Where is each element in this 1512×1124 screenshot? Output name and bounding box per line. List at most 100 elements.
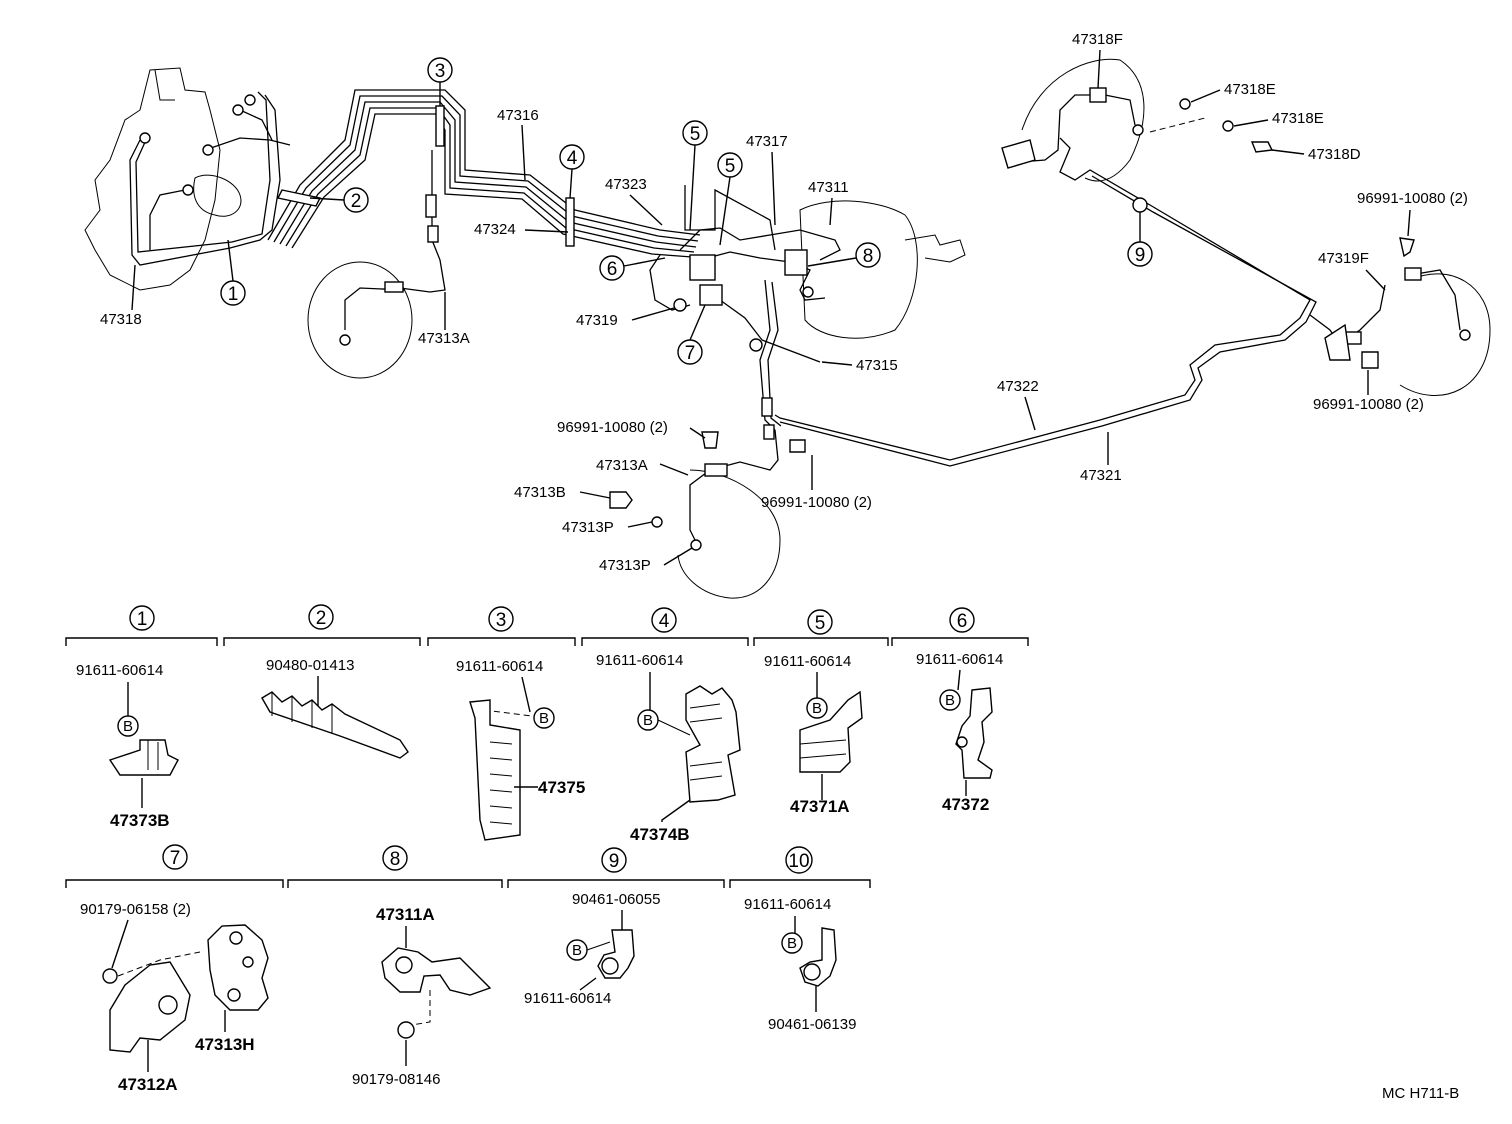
detail-headers-row1: 1 2 3 4 5 6: [65, 604, 1029, 646]
detail-8: 47311A 90179-08146: [352, 905, 492, 1088]
detail-7-part-a: 90179-06158 (2): [80, 901, 191, 918]
label-47318F: 47318F: [1072, 31, 1123, 48]
badge-icon: B: [539, 710, 549, 727]
callout-text: 5: [725, 156, 736, 177]
detail-9-part-a: 90461-06055: [572, 891, 660, 908]
detail-9-part-b: 91611-60614: [524, 990, 611, 1007]
label-47316: 47316: [497, 107, 539, 124]
detail-1-part-b: 47373B: [110, 811, 170, 830]
label-96991-top-right: 96991-10080 (2): [1357, 190, 1468, 207]
detail-4-part-a: 91611-60614: [596, 652, 683, 669]
detail-5-number: 5: [815, 613, 826, 634]
badge-icon: B: [643, 712, 653, 729]
callout-5-left: 5: [682, 120, 708, 231]
rear-right-drum: [1324, 267, 1491, 396]
detail-7-part-c: 47312A: [118, 1075, 178, 1094]
callout-text: 3: [435, 61, 446, 82]
label-47319: 47319: [576, 312, 618, 329]
left-engine-outline: [84, 67, 242, 291]
label-47318E-1: 47318E: [1224, 81, 1276, 98]
label-96991-center-right: 96991-10080 (2): [761, 494, 872, 511]
callout-8: 8: [807, 242, 881, 268]
label-47313P-2: 47313P: [599, 557, 651, 574]
callout-text: 9: [1135, 245, 1146, 266]
detail-4-part-b: 47374B: [630, 825, 690, 844]
callout-text: 4: [567, 148, 578, 169]
label-47313B: 47313B: [514, 484, 566, 501]
detail-7-part-b: 47313H: [195, 1035, 255, 1054]
label-96991-rear-right: 96991-10080 (2): [1313, 396, 1424, 413]
diagram-code: MC H711-B: [1382, 1085, 1459, 1102]
detail-9-number: 9: [609, 851, 620, 872]
detail-10: 91611-60614 B 90461-06139: [744, 896, 856, 1033]
label-47318E-2: 47318E: [1272, 110, 1324, 127]
callout-text: 2: [351, 191, 362, 212]
detail-4: 91611-60614 B 47374B: [596, 652, 741, 844]
label-47319F: 47319F: [1318, 250, 1369, 267]
label-47311: 47311: [808, 179, 849, 196]
callout-4: 4: [559, 144, 585, 199]
label-47313P-1: 47313P: [562, 519, 614, 536]
detail-10-part-a: 91611-60614: [744, 896, 831, 913]
detail-4-number: 4: [659, 611, 670, 632]
badge-icon: B: [572, 942, 582, 959]
detail-6: 91611-60614 B 47372: [916, 651, 1003, 814]
label-47315: 47315: [856, 357, 898, 374]
detail-3-part-a: 91611-60614: [456, 658, 543, 675]
detail-5: 91611-60614 B 47371A: [764, 653, 863, 816]
detail-8-part-b: 90179-08146: [352, 1071, 440, 1088]
detail-10-number: 10: [788, 851, 809, 872]
label-47322: 47322: [997, 378, 1039, 395]
badge-icon: B: [123, 718, 133, 735]
callout-3: 3: [427, 57, 453, 106]
left-brake-lines: [129, 91, 291, 266]
label-47318: 47318: [100, 311, 142, 328]
rear-upper-drum: [1001, 58, 1415, 258]
label-47321: 47321: [1080, 467, 1122, 484]
callout-6: 6: [599, 255, 666, 281]
center-valve-assembly: [649, 185, 966, 431]
rear-brake-lines: [761, 137, 1341, 467]
detail-1-number: 1: [137, 609, 148, 630]
detail-2: 90480-01413: [261, 657, 409, 759]
callout-7: 7: [677, 304, 706, 365]
detail-3: 91611-60614 B 47375: [456, 658, 585, 841]
label-47318D: 47318D: [1308, 146, 1361, 163]
badge-icon: B: [945, 692, 955, 709]
label-47317: 47317: [746, 133, 788, 150]
detail-6-part-a: 91611-60614: [916, 651, 1003, 668]
front-left-hose: [307, 150, 446, 379]
detail-5-part-a: 91611-60614: [764, 653, 851, 670]
detail-1-part-a: 91611-60614: [76, 662, 163, 679]
detail-8-part-a: 47311A: [376, 905, 435, 924]
badge-icon: B: [787, 935, 797, 952]
callout-1: 1: [220, 239, 246, 306]
label-47324: 47324: [474, 221, 516, 238]
detail-9: 90461-06055 B 91611-60614: [524, 891, 660, 1007]
detail-7-number: 7: [170, 848, 181, 869]
detail-2-part-a: 90480-01413: [266, 657, 354, 674]
callout-text: 8: [863, 246, 874, 267]
part-labels: 47318 47313A 47316 47323 47324 47317 473…: [100, 31, 1468, 574]
detail-6-part-b: 47372: [942, 795, 989, 814]
callout-5-right: 5: [717, 152, 743, 246]
callout-9: 9: [1127, 212, 1153, 267]
detail-8-number: 8: [390, 849, 401, 870]
detail-headers-row2: 7 8 9 10: [65, 844, 871, 888]
detail-5-part-b: 47371A: [790, 797, 850, 816]
front-right-hose: [609, 429, 806, 599]
callout-text: 7: [685, 343, 696, 364]
detail-2-number: 2: [316, 608, 327, 629]
detail-1: 91611-60614 B 47373B: [76, 662, 179, 830]
badge-icon: B: [812, 700, 822, 717]
label-47313A-top: 47313A: [418, 330, 470, 347]
label-96991-center-left: 96991-10080 (2): [557, 419, 668, 436]
callout-text: 1: [228, 284, 239, 305]
detail-3-part-b: 47375: [538, 778, 585, 797]
main-tube-bundle: [267, 89, 701, 258]
detail-7: 90179-06158 (2) 47313H 47312A: [80, 901, 269, 1094]
label-47313A-low: 47313A: [596, 457, 648, 474]
detail-10-part-b: 90461-06139: [768, 1016, 856, 1033]
callout-2: 2: [309, 187, 369, 213]
